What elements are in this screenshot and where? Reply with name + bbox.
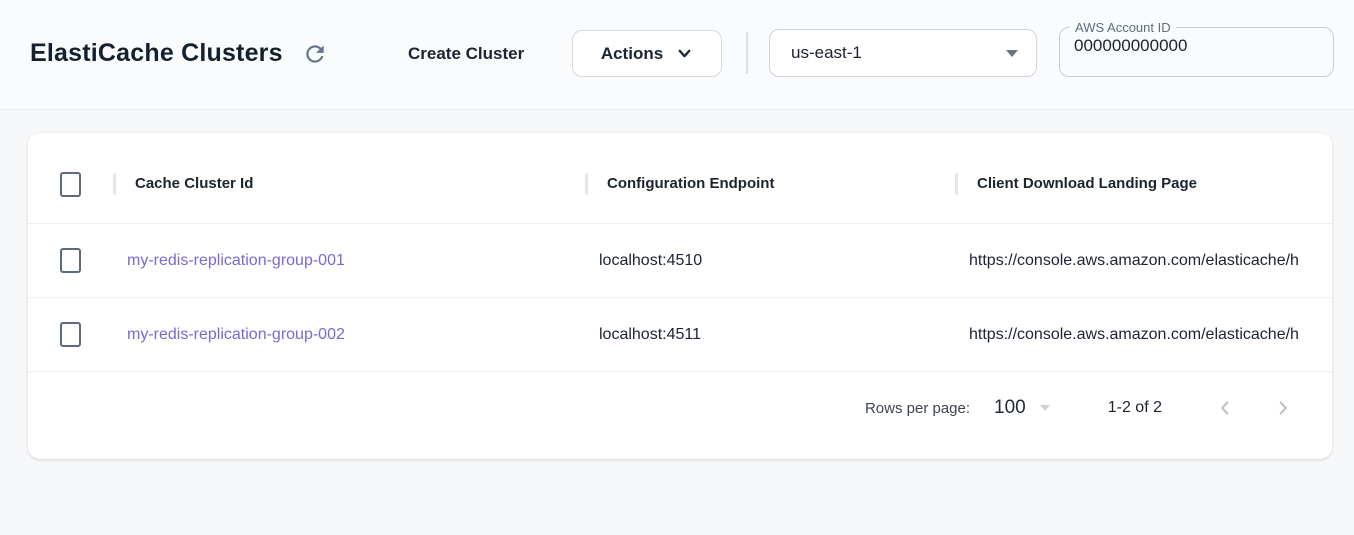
table-pagination: Rows per page: 100 1-2 of 2 (28, 372, 1332, 444)
actions-button[interactable]: Actions (572, 30, 722, 77)
chevron-right-icon (1272, 397, 1294, 419)
row-checkbox-cell (28, 322, 113, 347)
create-cluster-button[interactable]: Create Cluster (400, 38, 532, 70)
landing-page-cell: https://console.aws.amazon.com/elasticac… (969, 251, 1299, 269)
actions-button-label: Actions (600, 43, 664, 63)
refresh-icon (302, 41, 328, 67)
row-checkbox[interactable] (60, 322, 81, 347)
row-checkbox[interactable] (60, 248, 81, 273)
dropdown-caret-icon (1006, 49, 1018, 57)
page-title: ElastiCache Clusters (30, 39, 283, 67)
dropdown-caret-icon (1039, 405, 1050, 411)
chevron-down-icon (676, 45, 693, 62)
refresh-button[interactable] (300, 39, 330, 69)
rows-per-page-value: 100 (994, 397, 1026, 418)
cluster-link[interactable]: my-redis-replication-group-002 (127, 325, 345, 343)
landing-page-cell: https://console.aws.amazon.com/elasticac… (969, 325, 1299, 343)
previous-page-button[interactable] (1212, 395, 1238, 421)
pagination-range-label: 1-2 of 2 (1107, 399, 1162, 416)
select-all-cell (28, 171, 113, 197)
column-header-configuration-endpoint[interactable]: Configuration Endpoint (585, 172, 955, 196)
top-header-bar: ElastiCache Clusters Create Cluster Acti… (0, 0, 1354, 110)
cache-cluster-id-cell: my-redis-replication-group-002 (113, 326, 585, 344)
chevron-left-icon (1214, 397, 1236, 419)
column-header-client-download-landing-page[interactable]: Client Download Landing Page (955, 172, 1332, 196)
select-all-checkbox[interactable] (60, 171, 81, 197)
rows-per-page-select[interactable]: 100 (994, 397, 1050, 419)
region-select-value: us-east-1 (791, 43, 862, 62)
region-select[interactable]: us-east-1 (769, 29, 1037, 77)
aws-account-id-input[interactable] (1060, 34, 1333, 64)
table-row: my-redis-replication-group-001 localhost… (28, 224, 1332, 298)
clusters-table-card: Cache Cluster Id Configuration Endpoint … (28, 133, 1332, 459)
table-header-row: Cache Cluster Id Configuration Endpoint … (28, 145, 1332, 224)
next-page-button[interactable] (1270, 395, 1296, 421)
configuration-endpoint-cell: localhost:4510 (599, 251, 703, 269)
header-divider (746, 32, 748, 74)
row-checkbox-cell (28, 248, 113, 273)
rows-per-page-label: Rows per page: (864, 399, 971, 417)
cache-cluster-id-cell: my-redis-replication-group-001 (113, 252, 585, 270)
aws-account-id-field: AWS Account ID (1059, 21, 1334, 77)
table-row: my-redis-replication-group-002 localhost… (28, 298, 1332, 372)
aws-account-id-label: AWS Account ID (1075, 20, 1171, 35)
configuration-endpoint-cell: localhost:4511 (599, 325, 701, 343)
column-header-cache-cluster-id[interactable]: Cache Cluster Id (113, 172, 585, 196)
cluster-link[interactable]: my-redis-replication-group-001 (127, 251, 345, 269)
